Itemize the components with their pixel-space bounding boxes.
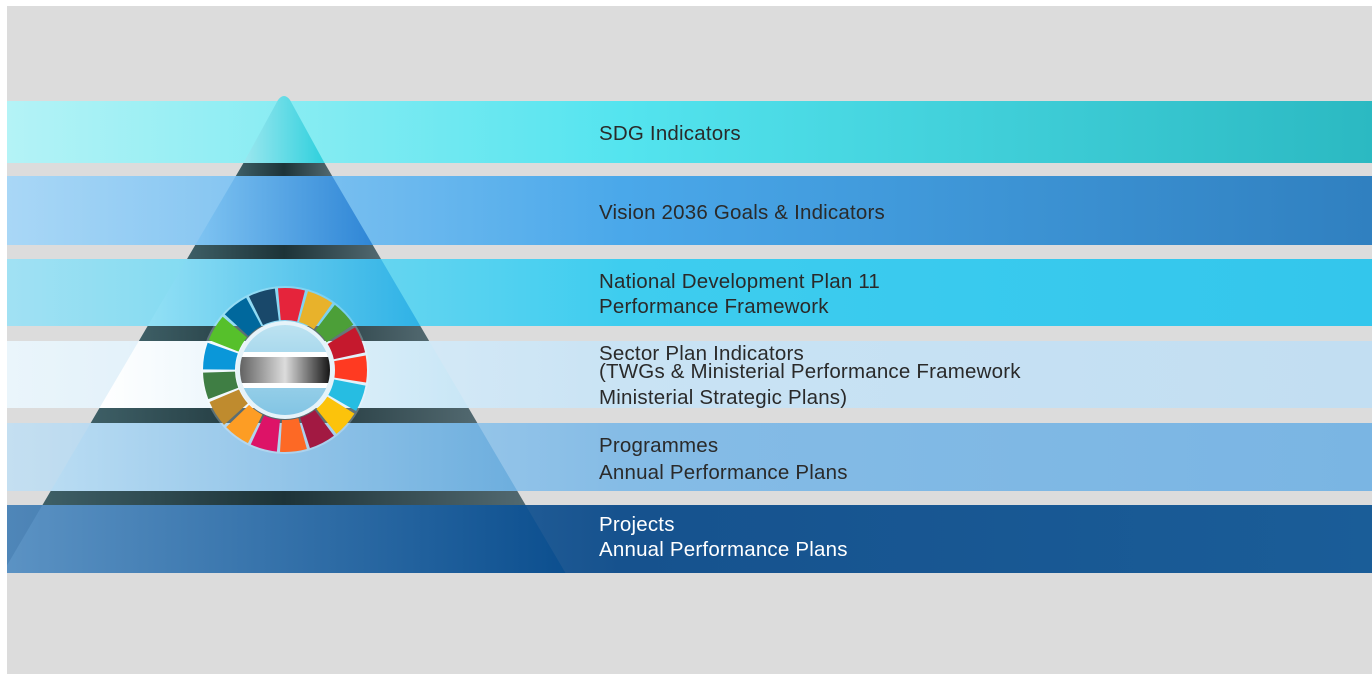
sdg-wheel-segment	[250, 415, 281, 452]
tier-label-line: Programmes	[599, 434, 719, 457]
pyramid-divider	[187, 245, 381, 259]
sdg-wheel-segment	[208, 316, 248, 352]
sdg-wheel-segment	[327, 327, 366, 360]
sdg-wheel-segment	[300, 410, 334, 449]
tier-label-line: Sector Plan Indicators	[599, 342, 804, 365]
pyramid-segment	[7, 505, 566, 573]
tier-label-line: Projects	[599, 513, 675, 536]
sdg-wheel-segment	[299, 291, 333, 330]
sdg-wheel-segment	[203, 371, 239, 400]
sdg-wheel-segment	[203, 342, 238, 370]
pyramid-divider	[235, 163, 333, 176]
pyramid	[7, 96, 566, 573]
sdg-wheel-segment	[280, 418, 307, 452]
sdg-wheel-segment	[315, 304, 354, 343]
sdg-wheel-segment	[209, 389, 248, 425]
tier-band	[7, 101, 1372, 163]
sdg-wheel-segment	[277, 288, 305, 322]
sdg-wheel-icon	[201, 286, 369, 454]
tier-label-line: Performance Framework	[599, 295, 829, 318]
sdg-wheel-segment	[328, 379, 366, 411]
tier-label-line: Annual Performance Plans	[599, 461, 848, 484]
tier-label-line: Annual Performance Plans	[599, 538, 848, 561]
sdg-wheel-segment	[334, 355, 367, 383]
sdg-wheel-segment	[226, 404, 263, 444]
tier-label-line: (TWGs & Ministerial Performance Framewor…	[599, 360, 1021, 383]
tier-label-line: Vision 2036 Goals & Indicators	[599, 201, 885, 224]
pyramid-segment	[243, 96, 325, 163]
pyramid-segment	[195, 176, 373, 245]
tier-label-line: National Development Plan 11	[599, 270, 880, 293]
sdg-wheel-segment	[248, 288, 279, 326]
pyramid-segment	[50, 423, 518, 491]
tier-label-line: SDG Indicators	[599, 122, 741, 145]
tier-label-line: Ministerial Strategic Plans)	[599, 386, 848, 409]
sdg-wheel-segment	[316, 396, 355, 434]
botswana-flag-icon	[240, 325, 330, 415]
pyramid-divider	[42, 491, 526, 505]
sdg-wheel-segment	[224, 297, 262, 337]
